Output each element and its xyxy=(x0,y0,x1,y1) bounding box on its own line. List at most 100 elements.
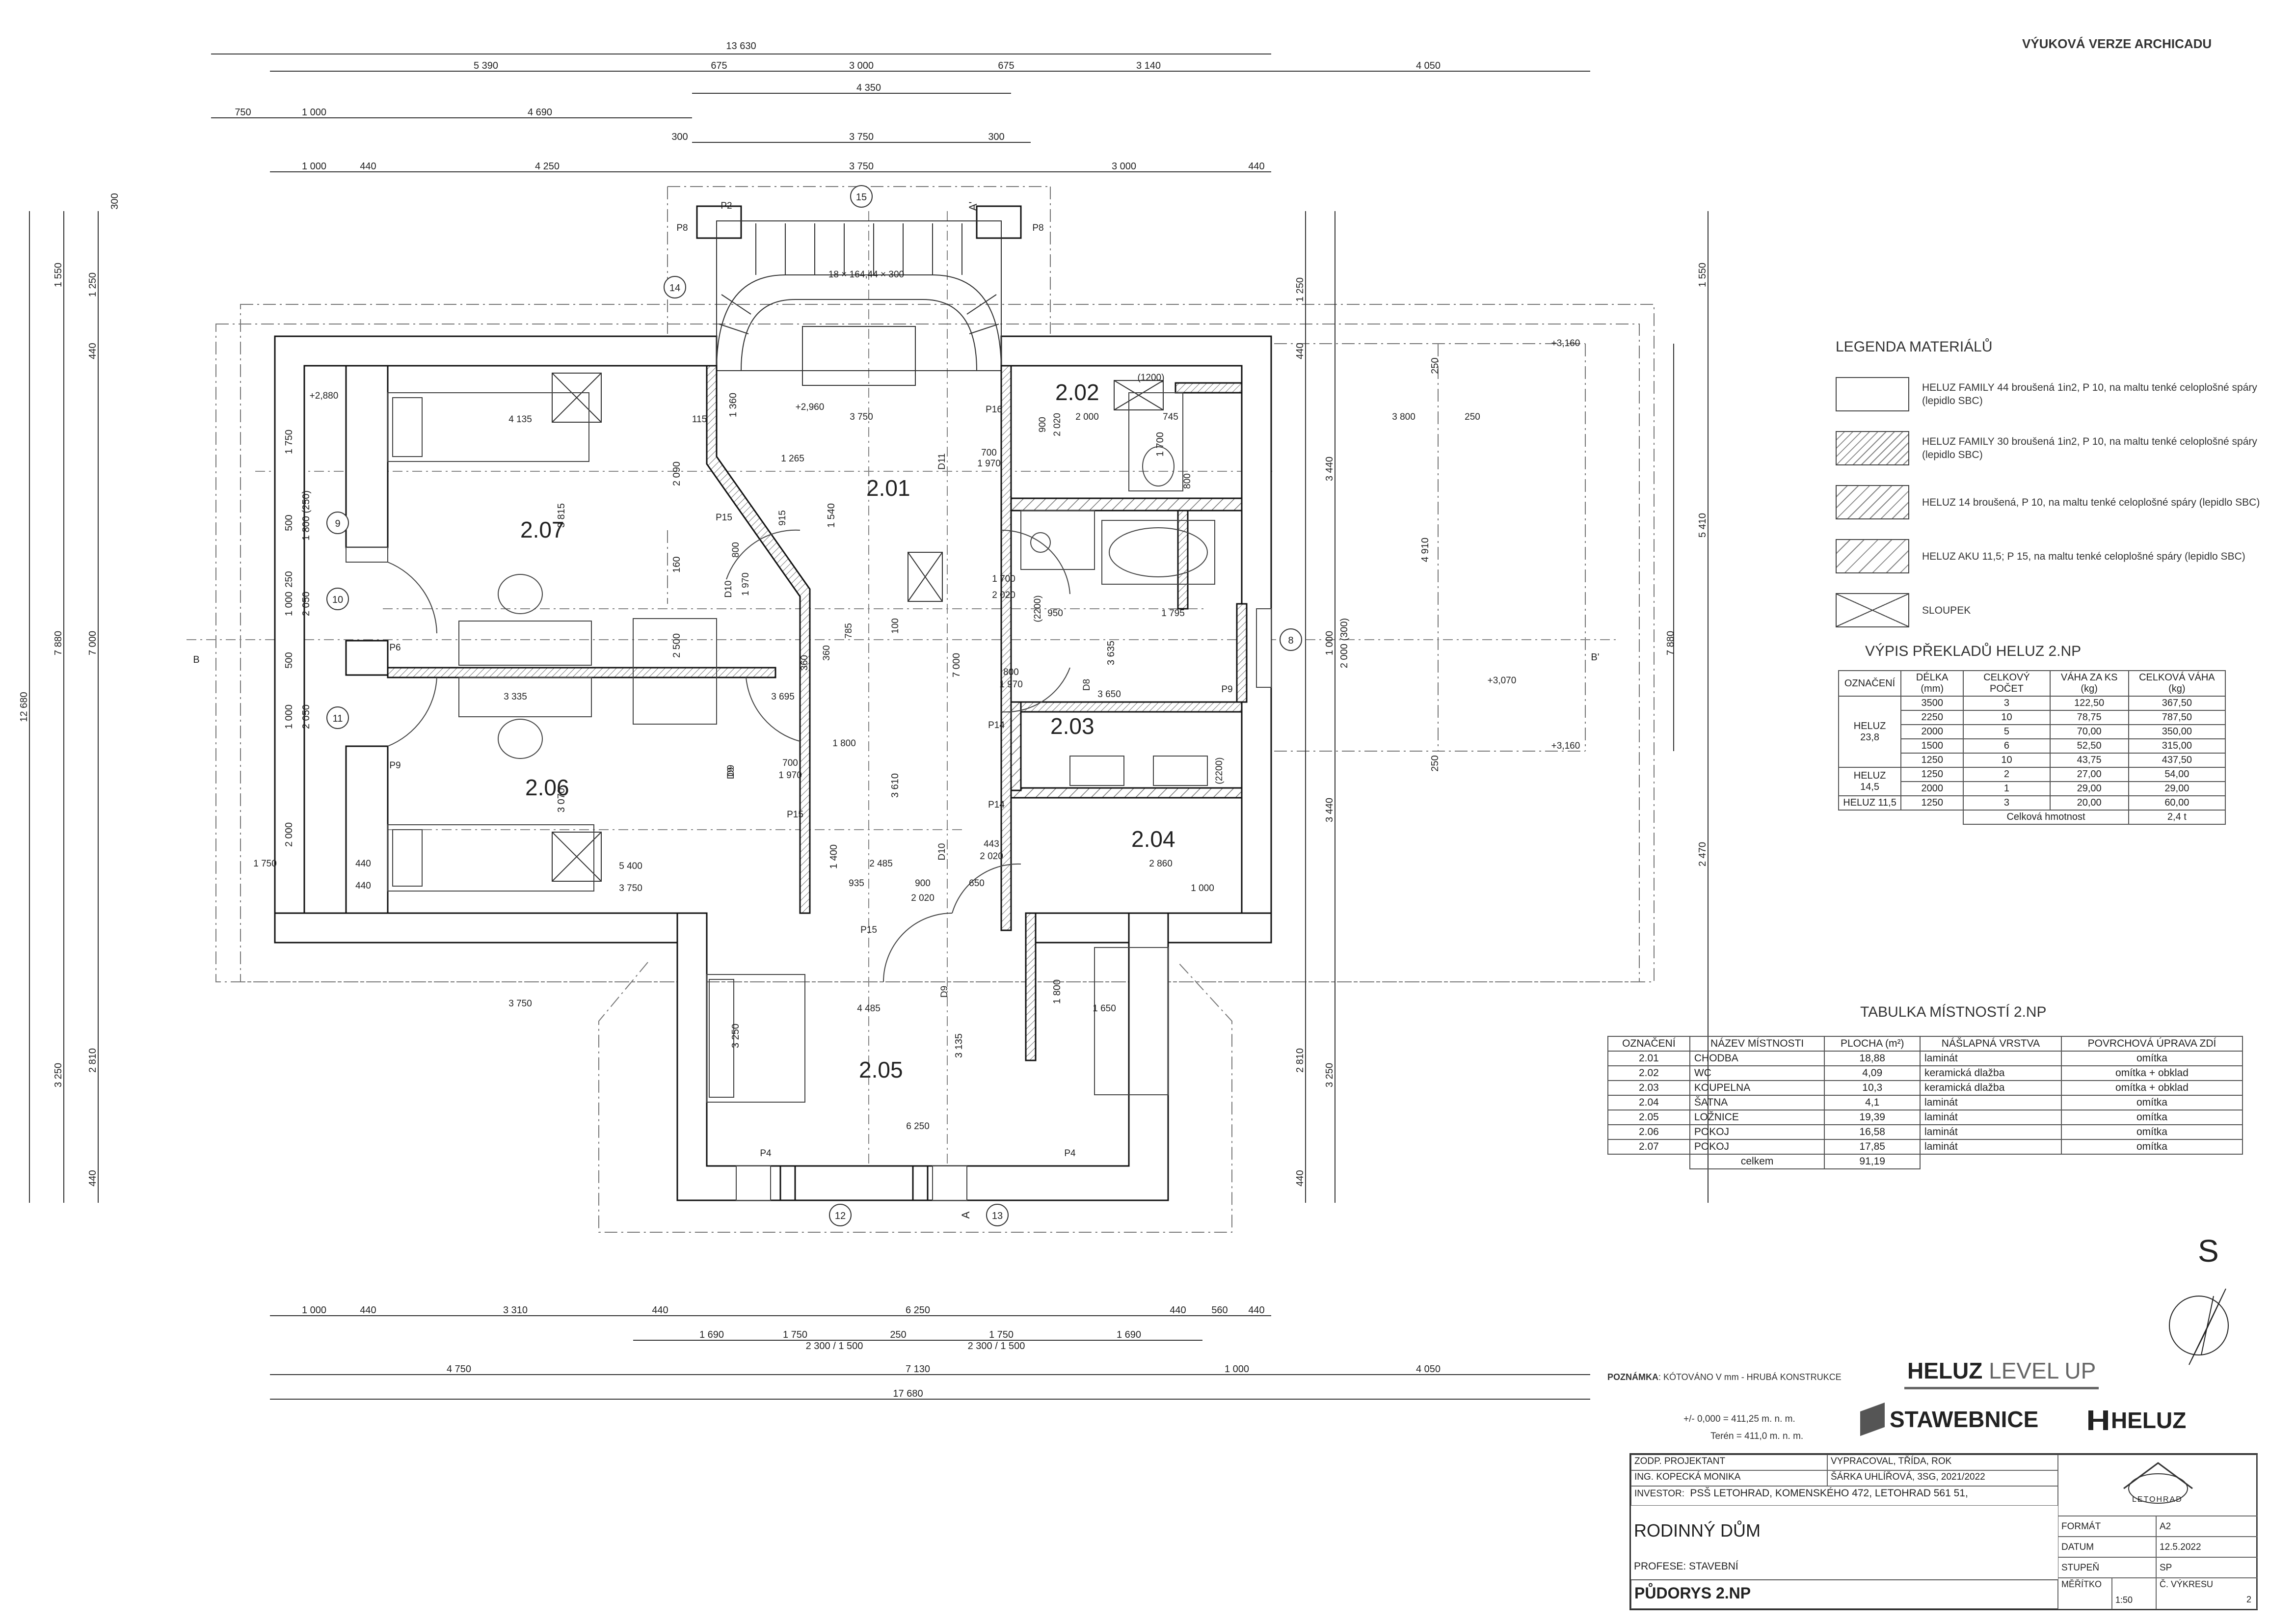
tags-label: 1 700 xyxy=(992,574,1015,584)
lintel-cell: 787,50 xyxy=(2128,710,2226,725)
swatch-heluz-aku xyxy=(1836,539,1909,573)
tags-label: 443 xyxy=(984,839,999,849)
tags-label: 1 800 xyxy=(832,738,856,749)
swatch-sloupek xyxy=(1836,593,1909,627)
room-label-2-07: 2.07 xyxy=(520,517,564,542)
dims-inner-label: 4 135 xyxy=(508,414,532,425)
lintel-cell: 122,50 xyxy=(2049,696,2129,711)
dims-inner-label: 1 400 xyxy=(828,844,839,869)
staircase xyxy=(716,220,1002,386)
lintel-cell: 1 xyxy=(1963,781,2051,796)
lintel-cell: 2 xyxy=(1963,767,2051,782)
tags-label: D9 xyxy=(726,765,736,777)
note-label: POZNÁMKA xyxy=(1607,1372,1658,1382)
room-cell: 2.02 xyxy=(1607,1065,1690,1081)
lintels-header-cell: OZNAČENÍ xyxy=(1838,670,1902,697)
tags-label: P15 xyxy=(860,925,877,935)
room-labels: 2.01 2.02 2.03 2.04 2.05 2.06 2.07 xyxy=(520,379,1175,1083)
room-cell: keramická dlažba xyxy=(1919,1065,2062,1081)
lintel-cell: 27,00 xyxy=(2049,767,2129,782)
dims-inner-label: 2 000 xyxy=(1075,412,1099,422)
dims-top-label: 300 xyxy=(988,132,1004,142)
dims-inner-label: 3 135 xyxy=(954,1033,964,1058)
heluz-logo: HELUZ xyxy=(2088,1405,2186,1434)
grid-bubbles-label: A' xyxy=(967,202,979,211)
room-label-2-04: 2.04 xyxy=(1131,826,1175,852)
tags-label: 2 020 xyxy=(992,590,1015,600)
dims-inner-label: 650 xyxy=(969,878,985,889)
lintels-header-cell: CELKOVÁ VÁHA (kg) xyxy=(2128,670,2226,697)
dims-inner-label: 3 750 xyxy=(850,412,873,422)
cislo-value: 2 xyxy=(2246,1595,2251,1604)
format-label: FORMÁT xyxy=(2058,1516,2156,1537)
room-cell: CHODBA xyxy=(1689,1051,1825,1066)
dims-right-label: 2 000 (300) xyxy=(1339,618,1350,668)
dims-inner-label: 440 xyxy=(355,881,371,891)
lintel-cell: 350,00 xyxy=(2128,724,2226,739)
legend-text: HELUZ FAMILY 30 broušená 1in2, P 10, na … xyxy=(1922,436,2257,460)
dims-left-label: 7 880 xyxy=(53,631,64,655)
dims-inner-label: 1 360 xyxy=(728,393,739,417)
tags-label: 1 970 xyxy=(741,572,751,596)
room-cell: 2.04 xyxy=(1607,1095,1690,1110)
dims-top-label: 440 xyxy=(1248,161,1264,172)
room-label-2-06: 2.06 xyxy=(525,775,569,800)
dims-left-label: 2 050 xyxy=(301,704,312,729)
lintel-cell: 367,50 xyxy=(2128,696,2226,711)
lintel-cell: 60,00 xyxy=(2128,795,2226,811)
tags-label: 2 020 xyxy=(980,851,1003,862)
tags-label: 700 xyxy=(782,758,798,768)
lintel-cell: 2000 xyxy=(1900,781,1964,796)
dims-inner-label: 4 485 xyxy=(857,1003,881,1014)
grid-bubbles-label: B xyxy=(193,654,199,665)
lintel-cell: 1250 xyxy=(1900,795,1964,811)
swatch-heluz-30 xyxy=(1836,431,1909,465)
dims-left-label: 500 xyxy=(284,514,294,531)
room-cell: omítka xyxy=(2060,1110,2243,1125)
lintel-cell: 1500 xyxy=(1900,738,1964,754)
dims-bottom-label: 440 xyxy=(1248,1305,1264,1316)
grid-lines xyxy=(187,211,1620,1193)
grid-bubbles-label: 10 xyxy=(332,595,343,605)
tags-label: P14 xyxy=(988,720,1005,731)
lintel-cell: 10 xyxy=(1963,710,2051,725)
tags-label: 2 020 xyxy=(1052,413,1063,436)
project-name: RODINNÝ DŮM xyxy=(1634,1520,1761,1541)
dims-inner-label: 3 635 xyxy=(1106,641,1117,665)
legend-item: HELUZ FAMILY 44 broušená 1in2, P 10, na … xyxy=(1836,367,2277,421)
room-cell: 2.06 xyxy=(1607,1124,1690,1140)
tags-label: 915 xyxy=(777,510,788,526)
dims-inner-label: 950 xyxy=(1047,608,1063,619)
rooms-table-title: TABULKA MÍSTNOSTÍ 2.NP xyxy=(1860,1004,2047,1020)
tags-label: 360 xyxy=(800,655,810,671)
rooms-total-value: 91,19 xyxy=(1824,1154,1921,1169)
dims-top-label: 4 690 xyxy=(528,107,552,118)
dims-bottom-label: 1 690 xyxy=(699,1329,724,1340)
grid-bubbles-label: 15 xyxy=(856,192,867,203)
lintel-cell: 437,50 xyxy=(2128,753,2226,768)
dims-left-label: 1 750 xyxy=(284,430,294,454)
elevation-note-1: +/- 0,000 = 411,25 m. n. m. xyxy=(1683,1414,1795,1424)
lintel-cell: 29,00 xyxy=(2128,781,2226,796)
dims-bottom-label: 1 690 xyxy=(1117,1329,1141,1340)
stupen-label: STUPEŇ xyxy=(2058,1557,2156,1578)
grid-bubbles-label: 12 xyxy=(835,1211,846,1221)
dims-inner-label: 5 400 xyxy=(619,861,642,871)
grid-bubbles-label: 11 xyxy=(333,713,343,724)
tags-label: 1 970 xyxy=(977,459,1001,469)
heluz-h-icon xyxy=(2088,1410,2108,1430)
dims-inner-label: 1 540 xyxy=(826,503,837,528)
vypracoval-value: ŠÁRKA UHLÍŘOVÁ, 3SG, 2021/2022 xyxy=(1827,1470,2058,1486)
tags-label: P8 xyxy=(676,223,688,233)
grid-bubbles xyxy=(326,185,1302,1226)
investor-label: INVESTOR: PSŠ LETOHRAD, KOMENSKÉHO 472, … xyxy=(1631,1486,2058,1506)
grid-bubbles-label: 14 xyxy=(669,283,680,294)
legend-text: HELUZ FAMILY 44 broušená 1in2, P 10, na … xyxy=(1922,382,2257,406)
